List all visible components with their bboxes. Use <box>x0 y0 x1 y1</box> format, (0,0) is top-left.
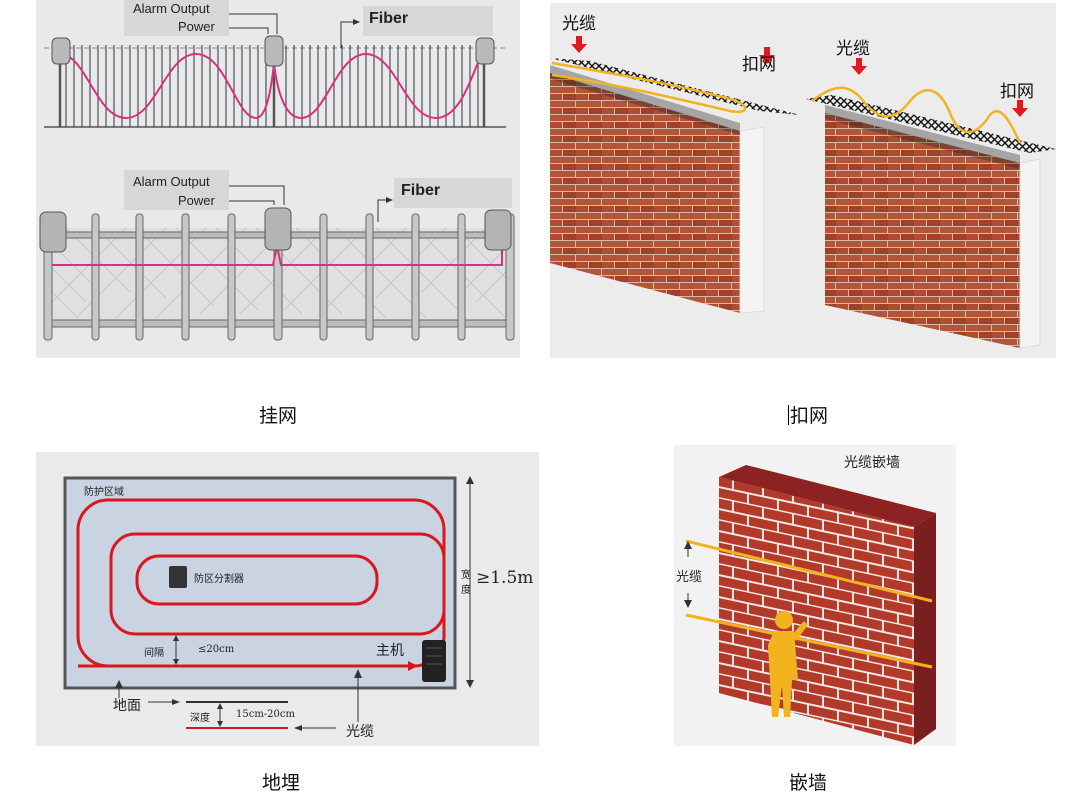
right-cable-label: 光缆 <box>836 39 870 59</box>
arrow-down-icon <box>1012 100 1028 117</box>
top-fiber-label: Fiber <box>369 10 409 27</box>
sensor-box <box>39 211 67 253</box>
sensor-box <box>484 209 512 251</box>
right-net-label: 扣网 <box>1000 82 1034 102</box>
ground-label: 地面 <box>113 698 141 714</box>
hang-net-diagram: Alarm Output Power Fiber Alarm Output Po… <box>36 0 520 358</box>
depth-value: 15cm-20cm <box>236 709 295 720</box>
width-value: ≥1.5m <box>476 568 534 588</box>
spacing-value: ≤20cm <box>198 644 235 655</box>
cable-label: 光缆 <box>346 724 374 740</box>
arrow-down-icon <box>571 36 587 53</box>
bottom-alarm-output-label: Alarm Output <box>133 174 210 189</box>
width-label-2: 度 <box>461 585 471 596</box>
caption-hang: 挂网 <box>258 405 297 427</box>
left-cable-label: 光缆 <box>562 14 596 34</box>
zone-label: 防护区域 <box>84 487 124 498</box>
embed-cable-label: 光缆 <box>676 570 703 585</box>
top-fence <box>44 0 506 128</box>
caption-buckle-text: 扣网 <box>789 405 828 427</box>
caption-buried: 地埋 <box>261 772 300 794</box>
buckle-net-diagram: 光缆 扣网 光缆 扣网 <box>550 3 1056 358</box>
top-power-label: Power <box>178 19 215 34</box>
left-net-label: 扣网 <box>742 55 776 75</box>
text-cursor <box>787 405 789 425</box>
buried-diagram: 防护区域 防区分割器 宽 度 ≥1.5m 间隔 ≤20cm 主机 地面 深度 1… <box>36 452 539 746</box>
top-alarm-output-label: Alarm Output <box>133 1 210 16</box>
caption-embed: 嵌墙 <box>788 772 827 794</box>
caption-buckle: 扣网 <box>708 401 908 428</box>
host-device <box>422 640 446 682</box>
width-label-1: 宽 <box>461 570 471 581</box>
spacing-label: 间隔 <box>144 648 164 659</box>
left-brick-wall <box>550 58 800 314</box>
right-brick-wall <box>806 86 1056 349</box>
bottom-fiber-label: Fiber <box>401 182 441 199</box>
depth-label: 深度 <box>190 713 210 724</box>
splitter-device <box>169 566 187 588</box>
embed-wall-diagram: 光缆嵌墙 光缆 <box>674 445 956 746</box>
bottom-fence <box>39 170 515 341</box>
host-label: 主机 <box>376 643 404 659</box>
sensor-box <box>264 207 292 251</box>
buried-cable-loop <box>76 498 446 668</box>
sensor-box <box>475 37 495 65</box>
sensor-box <box>51 37 71 65</box>
sensor-box <box>264 35 284 67</box>
embed-title: 光缆嵌墙 <box>844 455 900 471</box>
splitter-label: 防区分割器 <box>194 574 244 585</box>
bottom-power-label: Power <box>178 193 215 208</box>
person-silhouette <box>768 611 808 717</box>
red-arrows <box>571 36 1028 117</box>
arrow-down-icon <box>851 58 867 75</box>
arrow-down-icon <box>759 47 775 64</box>
brick-wall <box>719 477 914 745</box>
